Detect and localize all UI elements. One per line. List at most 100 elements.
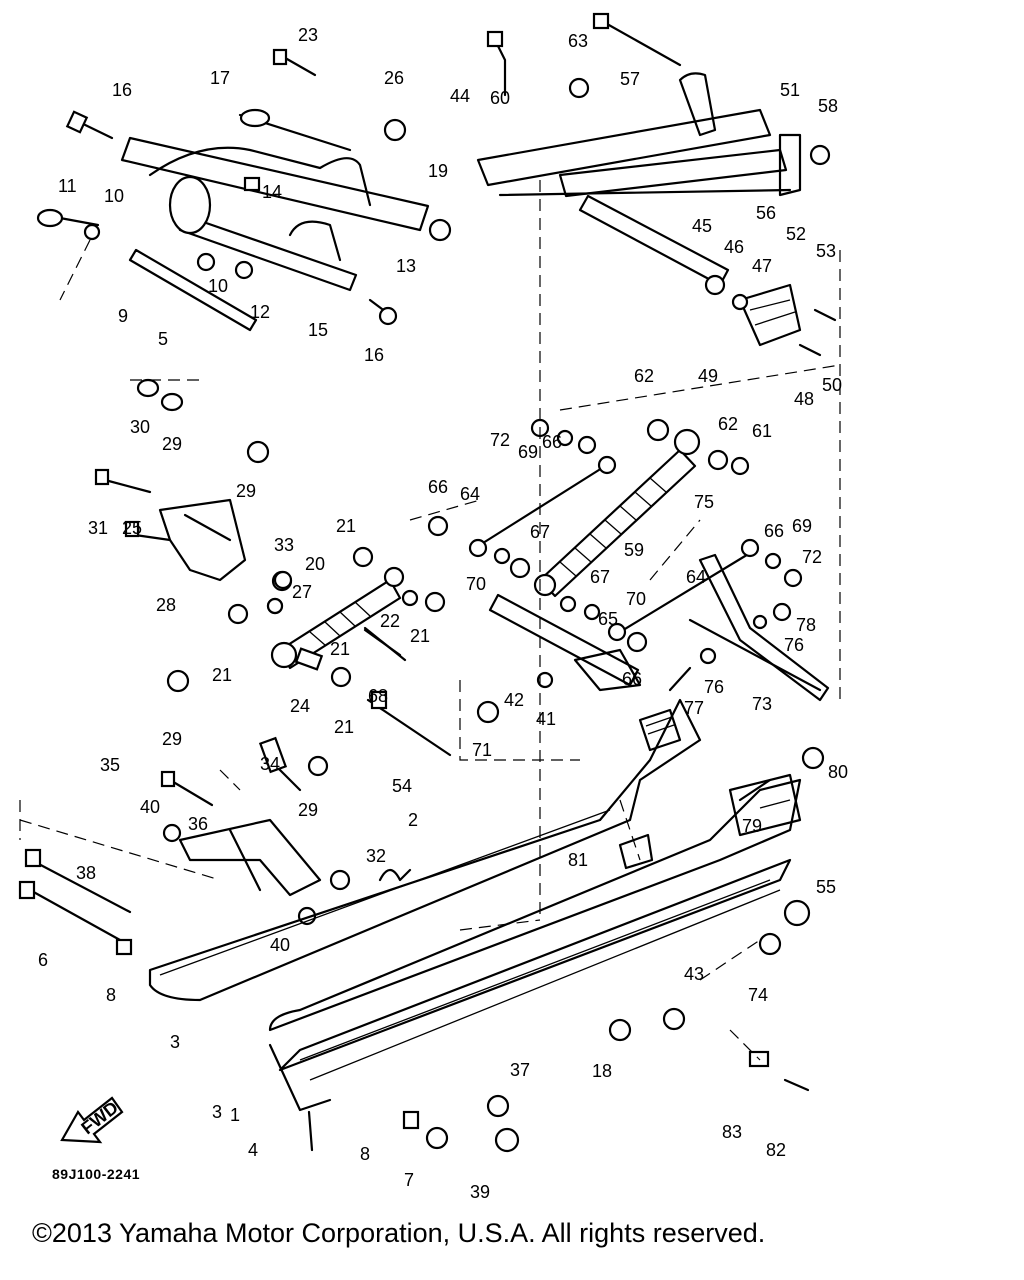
rear-pivot-arm-assembly [476, 12, 837, 357]
callout: 79 [742, 816, 762, 836]
callout: 53 [816, 241, 836, 261]
callout: 21 [212, 665, 232, 685]
callout: 14 [262, 182, 282, 202]
link-arm-assembly [476, 593, 642, 724]
callout: 65 [598, 609, 618, 629]
callout: 62 [718, 414, 738, 434]
callout: 9 [118, 306, 128, 326]
callout: 78 [796, 615, 816, 635]
callout: 49 [698, 366, 718, 386]
callout: 64 [686, 567, 706, 587]
callout: 18 [592, 1061, 612, 1081]
callout: 66 [428, 477, 448, 497]
callout: 80 [828, 762, 848, 782]
callout: 74 [748, 985, 768, 1005]
callout: 17 [210, 68, 230, 88]
callout: 47 [752, 256, 772, 276]
callout: 3 [170, 1032, 180, 1052]
callout: 82 [766, 1140, 786, 1160]
callout: 23 [298, 25, 318, 45]
callout: 66 [542, 432, 562, 452]
callout: 10 [208, 276, 228, 296]
callout: 70 [466, 574, 486, 594]
callout: 29 [162, 729, 182, 749]
callout: 22 [380, 611, 400, 631]
callout: 71 [472, 740, 492, 760]
callout: 69 [792, 516, 812, 536]
callout: 11 [58, 176, 77, 196]
callout: 64 [460, 484, 480, 504]
callout: 2 [408, 810, 418, 830]
callout: 38 [76, 863, 96, 883]
front-bracket-assembly [94, 378, 293, 693]
callout: 21 [410, 626, 430, 646]
callout: 59 [624, 540, 644, 560]
callout: 48 [794, 389, 814, 409]
callout: 34 [260, 754, 280, 774]
callout: 21 [334, 717, 354, 737]
callout: 54 [392, 776, 412, 796]
callout: 24 [290, 696, 310, 716]
callout: 6 [38, 950, 48, 970]
callout: 13 [396, 256, 416, 276]
callout: 1 [230, 1105, 240, 1125]
callout: 73 [752, 694, 772, 714]
callout: 35 [100, 755, 120, 775]
callout: 63 [568, 31, 588, 51]
callout: 19 [428, 161, 448, 181]
callout: 29 [236, 481, 256, 501]
callout: 66 [764, 521, 784, 541]
callout: 70 [626, 589, 646, 609]
callout: 10 [104, 186, 124, 206]
copyright-notice: ©2013 Yamaha Motor Corporation, U.S.A. A… [32, 1218, 766, 1248]
callout: 61 [752, 421, 772, 441]
callout: 39 [470, 1182, 490, 1200]
callout: 42 [504, 690, 524, 710]
front-arm-lower [160, 628, 452, 926]
callout: 12 [250, 302, 270, 322]
parts-diagram: FWD 1 2 3 3 4 5 6 7 8 8 9 10 10 11 12 13… [18, 12, 848, 1200]
callout: 33 [274, 535, 294, 555]
callout: 66 [622, 669, 642, 689]
callout: 7 [404, 1170, 414, 1190]
callout: 60 [490, 88, 510, 108]
callout: 67 [590, 567, 610, 587]
callout: 8 [360, 1144, 370, 1164]
callout: 50 [822, 375, 842, 395]
callout-labels: 1 2 3 3 4 5 6 7 8 8 9 10 10 11 12 13 14 … [38, 25, 848, 1200]
fasteners-bottom [18, 848, 811, 1153]
callout: 77 [684, 698, 704, 718]
callout: 16 [364, 345, 384, 365]
callout: 81 [568, 850, 588, 870]
callout: 51 [780, 80, 800, 100]
front-pivot-arm-assembly [36, 48, 452, 332]
callout: 40 [270, 935, 290, 955]
callout: 68 [368, 686, 388, 706]
callout: 4 [248, 1140, 258, 1160]
assembly-guide-lines [19, 180, 841, 1061]
callout: 25 [122, 518, 142, 538]
callout: 41 [536, 709, 556, 729]
callout: 36 [188, 814, 208, 834]
callout: 30 [130, 417, 150, 437]
callout: 20 [305, 554, 325, 574]
callout: 72 [802, 547, 822, 567]
slide-rail-left [268, 746, 825, 1112]
rear-arm-lower [668, 553, 830, 702]
callout: 32 [366, 846, 386, 866]
callout: 52 [786, 224, 806, 244]
callout: 76 [704, 677, 724, 697]
callout: 55 [816, 877, 836, 897]
callout: 83 [722, 1122, 742, 1142]
callout: 21 [336, 516, 356, 536]
callout: 43 [684, 964, 704, 984]
callout: 31 [88, 518, 108, 538]
callout: 75 [694, 492, 714, 512]
slide-rail-right [148, 698, 702, 1002]
callout: 45 [692, 216, 712, 236]
callout: 57 [620, 69, 640, 89]
callout: 40 [140, 797, 160, 817]
callout: 5 [158, 329, 168, 349]
forward-arrow: FWD [60, 1096, 124, 1144]
callout: 72 [490, 430, 510, 450]
